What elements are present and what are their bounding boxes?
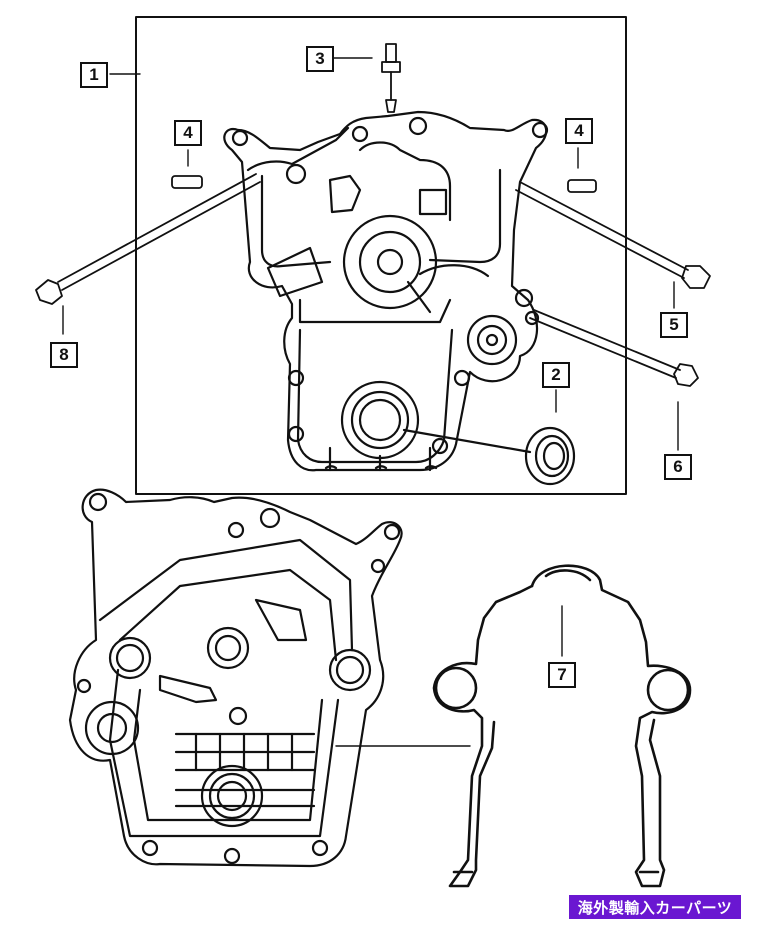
callout-1: 1 bbox=[80, 62, 108, 88]
bolt-top bbox=[381, 43, 401, 113]
bolt-short-right bbox=[529, 309, 699, 387]
crank-seal bbox=[402, 426, 576, 486]
callout-3: 3 bbox=[306, 46, 334, 72]
dowel-pins bbox=[171, 175, 597, 193]
callout-6: 6 bbox=[664, 454, 692, 480]
callout-4-left: 4 bbox=[174, 120, 202, 146]
assembly-frame bbox=[135, 16, 627, 495]
bolt-long-left bbox=[35, 173, 261, 305]
callout-2: 2 bbox=[542, 362, 570, 388]
callout-4-right: 4 bbox=[565, 118, 593, 144]
bolt-long-right bbox=[515, 181, 711, 289]
callout-7: 7 bbox=[548, 662, 576, 688]
cover-gasket bbox=[432, 564, 692, 888]
leader-lines bbox=[62, 57, 679, 747]
callout-8: 8 bbox=[50, 342, 78, 368]
callout-5: 5 bbox=[660, 312, 688, 338]
watermark-badge: 海外製輸入カーパーツ bbox=[569, 895, 741, 919]
timing-cover-rear-view bbox=[68, 488, 403, 868]
timing-cover-assembly bbox=[223, 110, 549, 472]
